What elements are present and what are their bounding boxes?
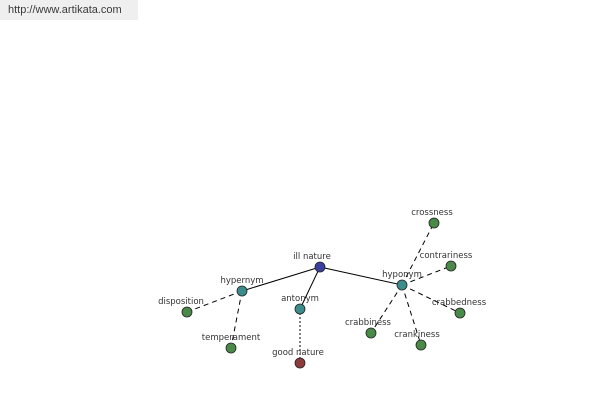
node-label-crossness[interactable]: crossness bbox=[411, 208, 453, 218]
edge-ill-nature-antonym bbox=[299, 266, 321, 310]
edge-hyponym-crankiness bbox=[401, 284, 422, 346]
node-crabbedness[interactable] bbox=[454, 307, 466, 319]
node-label-disposition[interactable]: disposition bbox=[158, 297, 204, 307]
node-antonym[interactable] bbox=[294, 303, 306, 315]
node-disposition[interactable] bbox=[181, 306, 193, 318]
node-label-hypernym[interactable]: hypernym bbox=[220, 276, 263, 286]
node-crankiness[interactable] bbox=[415, 339, 427, 351]
node-label-antonym[interactable]: antonym bbox=[281, 294, 319, 304]
edge-hypernym-temperament bbox=[230, 290, 243, 349]
edge-hyponym-crossness bbox=[401, 222, 435, 286]
node-label-good-nature[interactable]: good nature bbox=[272, 348, 324, 358]
graph-edges bbox=[186, 222, 461, 363]
edge-hyponym-crabbedness bbox=[401, 284, 461, 314]
node-contrariness[interactable] bbox=[445, 260, 457, 272]
edge-ill-nature-hyponym bbox=[319, 266, 403, 286]
node-temperament[interactable] bbox=[225, 342, 237, 354]
edge-ill-nature-hypernym bbox=[241, 266, 321, 292]
graph-labels: ill nature hypernym antonym hyponym disposit… bbox=[158, 208, 487, 358]
node-label-ill-nature[interactable]: ill nature bbox=[293, 252, 331, 262]
site-url-link[interactable]: http://www.artikata.com bbox=[8, 4, 122, 16]
node-crabbiness[interactable] bbox=[365, 327, 377, 339]
node-good-nature[interactable] bbox=[294, 357, 306, 369]
edge-hypernym-disposition bbox=[186, 290, 243, 313]
graph-nodes bbox=[181, 217, 466, 369]
node-label-crabbiness[interactable]: crabbiness bbox=[345, 318, 392, 328]
node-label-crankiness[interactable]: crankiness bbox=[394, 330, 440, 340]
node-hypernym[interactable] bbox=[236, 285, 248, 297]
node-label-contrariness[interactable]: contrariness bbox=[420, 251, 473, 261]
node-label-hyponym[interactable]: hyponym bbox=[382, 270, 422, 280]
site-header: http://www.artikata.com bbox=[0, 0, 138, 20]
node-crossness[interactable] bbox=[428, 217, 440, 229]
node-label-temperament[interactable]: temperament bbox=[202, 333, 261, 343]
edge-hyponym-crabbiness bbox=[370, 284, 403, 334]
node-hyponym[interactable] bbox=[396, 279, 408, 291]
node-ill-nature[interactable] bbox=[314, 261, 326, 273]
node-label-crabbedness[interactable]: crabbedness bbox=[432, 298, 487, 308]
